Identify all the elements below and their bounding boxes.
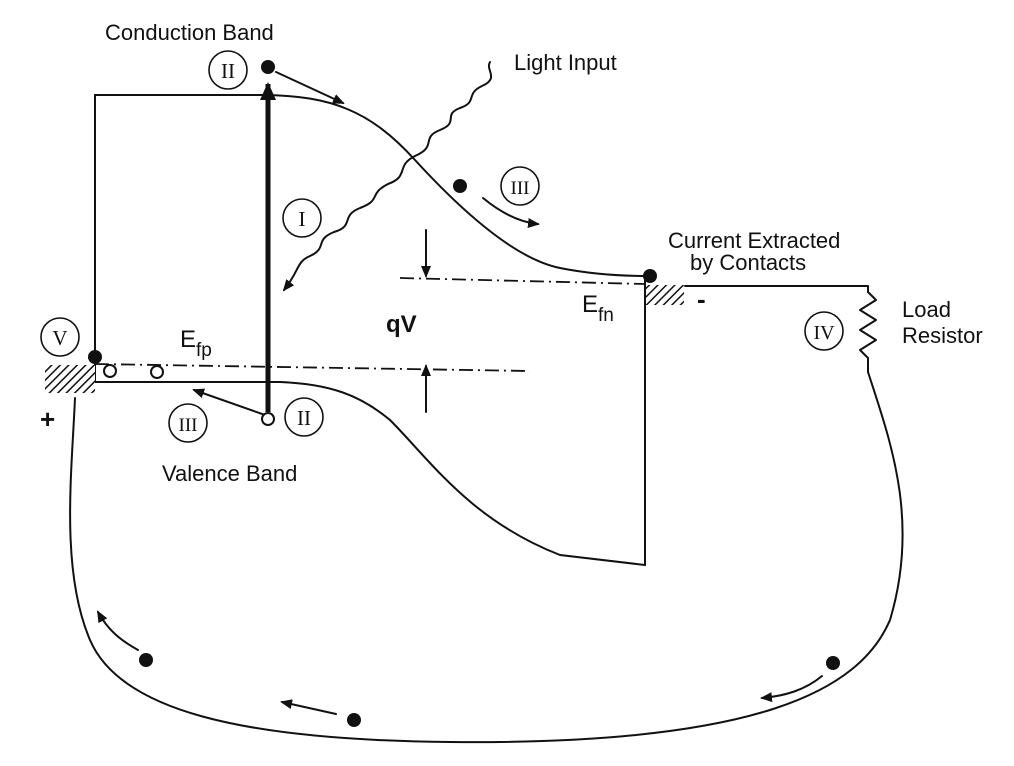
svg-text:III: III [179, 415, 198, 436]
conduction-band-edge [94, 94, 649, 277]
step-V: V [40, 317, 80, 357]
electron [347, 713, 361, 727]
return-arrow-left [97, 610, 139, 651]
step-I: I [282, 198, 322, 238]
light-input-photon [282, 61, 493, 292]
svg-text:IV: IV [813, 322, 835, 344]
step-III-top: III [500, 166, 540, 206]
step-III-bottom: III [168, 403, 208, 443]
svg-text:II: II [297, 406, 311, 430]
hole [150, 365, 164, 379]
plus-terminal-label: + [40, 404, 55, 434]
load-label: Load [902, 297, 951, 322]
electron [88, 350, 102, 364]
svg-text:I: I [299, 207, 306, 231]
conduction-band-label: Conduction Band [105, 20, 274, 45]
valence-band-edge [94, 381, 646, 566]
minus-terminal-label: - [697, 284, 706, 314]
electron [453, 179, 467, 193]
resistor-label: Resistor [902, 323, 983, 348]
efn-quasi-fermi-level [399, 277, 646, 285]
electron [139, 653, 153, 667]
electron-drift-arrow-top [275, 71, 345, 104]
current-extracted-label-1: Current Extracted [668, 228, 840, 253]
hole [261, 412, 275, 426]
return-wire [69, 371, 904, 744]
electron [643, 269, 657, 283]
efn-label: Efn [582, 291, 614, 326]
valence-band-label: Valence Band [162, 461, 297, 486]
n-contact [646, 285, 684, 305]
svg-text:III: III [511, 178, 530, 199]
qv-label: qV [386, 311, 417, 338]
hole-drift-arrow [192, 388, 266, 416]
svg-text:II: II [221, 59, 235, 83]
current-extracted-label-2: by Contacts [690, 250, 806, 275]
load-resistor [859, 291, 877, 373]
electron [826, 656, 840, 670]
external-circuit-wire [684, 285, 869, 293]
light-input-label: Light Input [514, 50, 617, 75]
electron [261, 60, 275, 74]
p-contact [45, 365, 95, 393]
efp-label: Efp [180, 326, 212, 361]
svg-text:V: V [52, 326, 67, 350]
step-IV: IV [804, 311, 844, 351]
return-arrow-right [760, 675, 823, 703]
electron-drift-arrow-mid [482, 197, 540, 228]
hole [103, 364, 117, 378]
step-II-top: II [208, 50, 248, 90]
return-arrow-bottom [280, 699, 337, 715]
efp-quasi-fermi-level [94, 363, 531, 372]
step-II-bottom: II [284, 397, 324, 437]
